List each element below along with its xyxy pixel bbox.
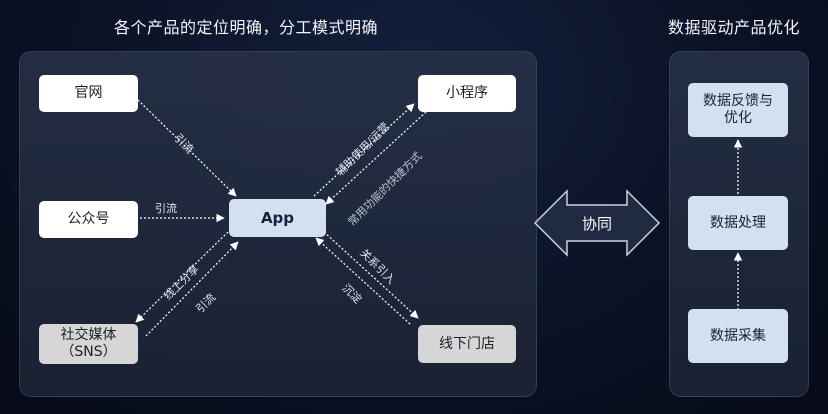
- left-panel-title: 各个产品的定位明确，分工模式明确: [114, 18, 379, 37]
- node-shejiao-line1: 社交媒体: [60, 327, 117, 343]
- collaboration-arrow: 协同: [533, 188, 661, 258]
- step-feedback: 数据反馈与 优化: [688, 83, 788, 137]
- node-app: App: [229, 199, 326, 237]
- node-guanwang: 官网: [39, 75, 138, 112]
- edge-xiaochengxu-app: [325, 111, 427, 205]
- step-process: 数据处理: [688, 196, 788, 250]
- node-shejiao: 社交媒体 （SNS）: [39, 324, 138, 364]
- node-gongzhonghao: 公众号: [39, 201, 138, 238]
- node-xianxia: 线下门店: [418, 325, 516, 363]
- label-gongzhonghao-app: 引流: [155, 202, 177, 215]
- right-panel-title: 数据驱动产品优化: [668, 18, 801, 37]
- step-feedback-line2: 优化: [724, 110, 752, 126]
- node-shejiao-line2: （SNS）: [60, 344, 117, 360]
- edge-shejiao-app: [145, 241, 239, 337]
- edge-app-xiaochengxu: [313, 103, 415, 197]
- collaboration-label: 协同: [581, 214, 612, 233]
- step-feedback-line1: 数据反馈与: [703, 93, 773, 109]
- double-arrow-shape: [533, 189, 661, 257]
- step-collect: 数据采集: [688, 309, 788, 363]
- node-xiaochengxu: 小程序: [418, 75, 516, 112]
- edge-app-xianxia: [323, 231, 419, 319]
- edge-app-shejiao: [135, 231, 229, 323]
- edge-xianxia-app: [315, 237, 411, 325]
- edge-guanwang-app: [137, 99, 237, 197]
